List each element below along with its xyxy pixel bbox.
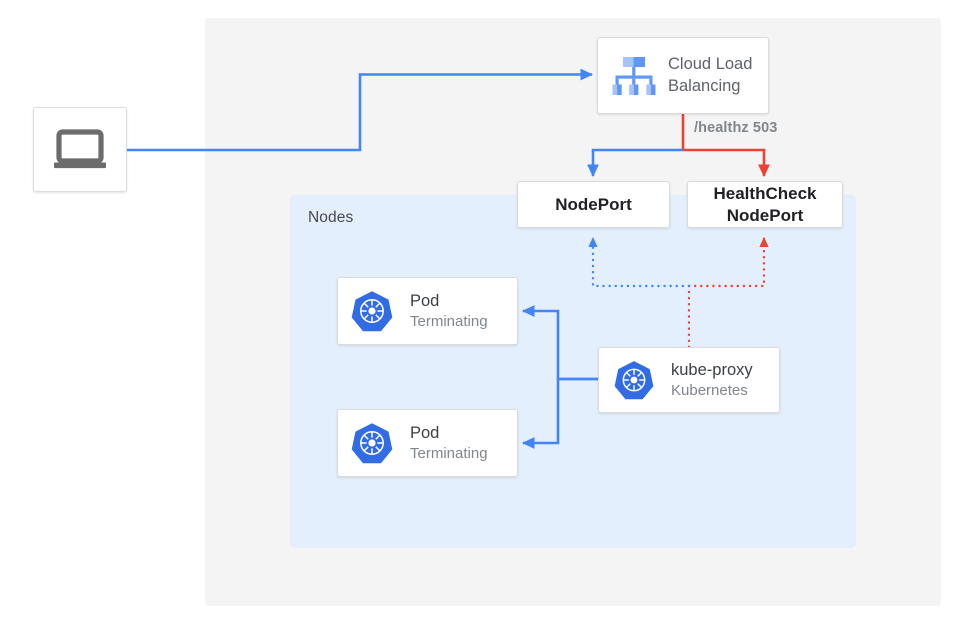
pod-2-node[interactable]: Pod Terminating (337, 409, 518, 477)
nodeport-label: NodePort (555, 194, 632, 214)
cloud-load-balancing-node[interactable]: Cloud Load Balancing (597, 37, 769, 114)
pod-2-status: Terminating (410, 444, 488, 462)
kubernetes-icon (348, 419, 396, 467)
kube-proxy-name: kube-proxy (671, 360, 753, 379)
pod-1-label: Pod Terminating (410, 291, 488, 331)
kube-proxy-node[interactable]: kube-proxy Kubernetes (598, 347, 780, 413)
cloud-load-balancing-icon (606, 48, 662, 104)
nodes-panel-label: Nodes (308, 209, 354, 226)
clb-title-line-2: Balancing (668, 76, 741, 95)
laptop-icon (52, 128, 108, 172)
pod-2-label: Pod Terminating (410, 423, 488, 463)
clb-title-line-1: Cloud Load (668, 55, 753, 74)
healthcheck-nodeport-label-line-2: NodePort (726, 205, 804, 225)
kubernetes-icon (348, 287, 396, 335)
pod-2-name: Pod (410, 423, 440, 442)
cloud-load-balancing-label: Cloud Load Balancing (668, 54, 752, 96)
healthz-edge-label: /healthz 503 (694, 120, 778, 136)
pod-1-name: Pod (410, 291, 440, 310)
healthcheck-nodeport-node[interactable]: HealthCheck NodePort (687, 181, 843, 228)
kube-proxy-label: kube-proxy Kubernetes (671, 360, 753, 400)
client-node[interactable] (33, 107, 127, 192)
kube-proxy-subtitle: Kubernetes (671, 381, 748, 399)
nodeport-node[interactable]: NodePort (517, 181, 670, 228)
pod-1-status: Terminating (410, 312, 488, 330)
kubernetes-icon (611, 357, 657, 403)
healthcheck-nodeport-label-line-1: HealthCheck (713, 184, 817, 204)
pod-1-node[interactable]: Pod Terminating (337, 277, 518, 345)
